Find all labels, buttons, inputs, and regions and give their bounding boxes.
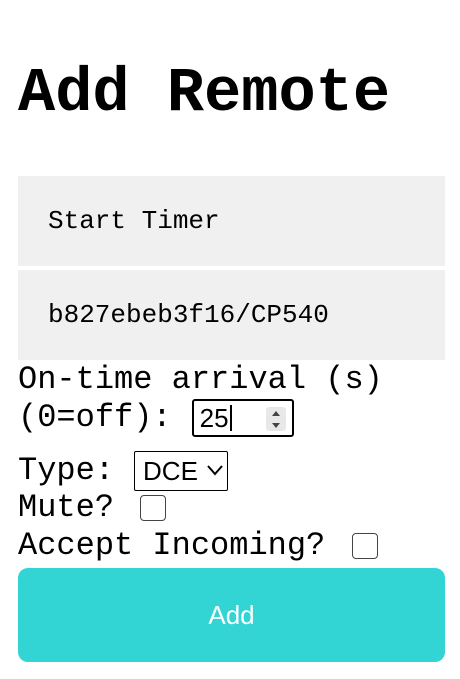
text-caret [229, 405, 232, 431]
type-row: Type: DCE [18, 451, 229, 491]
page-title: Add Remote [18, 58, 391, 129]
spin-down-icon[interactable] [271, 422, 280, 428]
mute-checkbox[interactable] [140, 495, 167, 521]
spin-up-icon[interactable] [271, 410, 280, 416]
remote-id-field[interactable]: b827ebeb3f16/CP540 [18, 270, 445, 360]
incoming-label: Accept Incoming? [18, 527, 326, 564]
arrival-number-input[interactable]: 25 [191, 399, 294, 437]
remote-id-value: b827ebeb3f16/CP540 [48, 300, 329, 330]
add-button[interactable]: Add [18, 568, 445, 662]
arrival-label-line1: On-time arrival (s) [18, 361, 383, 398]
mute-row: Mute? [18, 489, 167, 527]
incoming-row: Accept Incoming? [18, 527, 379, 565]
accept-incoming-checkbox[interactable] [352, 533, 379, 559]
type-selected-value: DCE [143, 456, 198, 486]
number-spinner-icon[interactable] [265, 407, 286, 431]
type-label: Type: [18, 452, 115, 489]
chevron-down-icon [207, 465, 223, 476]
arrival-value: 25 [199, 403, 229, 433]
mute-label: Mute? [18, 489, 115, 526]
arrival-row: (0=off): 25 [18, 399, 294, 437]
remote-name-value: Start Timer [48, 206, 220, 236]
remote-name-field[interactable]: Start Timer [18, 176, 445, 266]
arrival-label-line2: (0=off): [18, 399, 172, 436]
type-select[interactable]: DCE [134, 451, 229, 491]
